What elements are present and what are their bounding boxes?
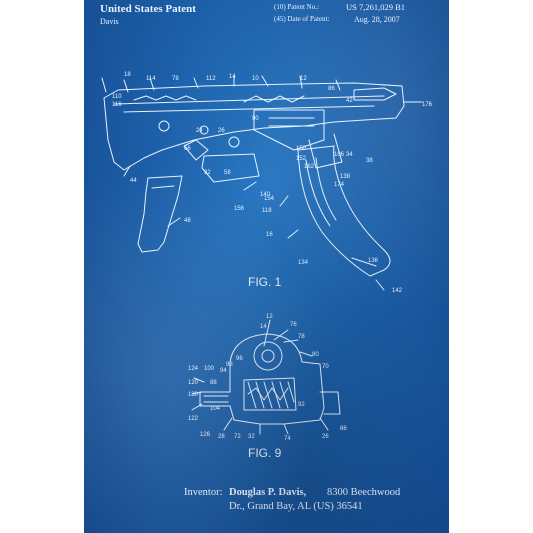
svg-text:12: 12 xyxy=(266,314,273,320)
svg-text:124: 124 xyxy=(188,366,199,372)
svg-text:34: 34 xyxy=(346,152,353,158)
svg-text:152: 152 xyxy=(296,156,307,162)
svg-text:80: 80 xyxy=(312,352,319,358)
svg-text:24: 24 xyxy=(196,128,203,134)
svg-text:32: 32 xyxy=(248,434,255,440)
svg-text:174: 174 xyxy=(334,182,345,188)
fig1-caption: FIG. 1 xyxy=(248,275,282,289)
svg-text:90: 90 xyxy=(252,116,259,122)
svg-text:14: 14 xyxy=(260,324,267,330)
fig1-drawing xyxy=(101,75,423,291)
fig9-caption: FIG. 9 xyxy=(248,446,282,460)
svg-text:176: 176 xyxy=(422,102,433,108)
svg-text:72: 72 xyxy=(234,434,241,440)
svg-text:116: 116 xyxy=(112,102,122,108)
svg-text:32: 32 xyxy=(204,170,211,176)
inventor-address-line2: Dr., Grand Bay, AL (US) 36541 xyxy=(229,501,363,512)
inventor-name: Douglas P. Davis, xyxy=(229,487,307,498)
svg-text:78: 78 xyxy=(298,334,305,340)
svg-text:86: 86 xyxy=(328,86,335,92)
svg-text:74: 74 xyxy=(284,436,291,442)
svg-text:12: 12 xyxy=(300,76,307,82)
svg-text:136: 136 xyxy=(368,258,379,264)
svg-text:156: 156 xyxy=(234,206,245,212)
patent-date: Aug. 28, 2007 xyxy=(354,15,400,24)
svg-text:150: 150 xyxy=(296,146,307,152)
svg-text:26: 26 xyxy=(322,434,329,440)
patent-blueprint-print: United States Patent Davis (10) Patent N… xyxy=(84,0,449,533)
svg-text:106: 106 xyxy=(334,152,345,158)
patent-title: United States Patent xyxy=(100,3,196,15)
svg-text:42: 42 xyxy=(346,98,353,104)
inventor-address-line1: 8300 Beechwood xyxy=(327,487,401,498)
patent-number-label: (10) Patent No.: xyxy=(274,3,319,11)
svg-text:154: 154 xyxy=(264,196,275,202)
svg-text:130: 130 xyxy=(188,392,199,398)
svg-text:28: 28 xyxy=(218,434,225,440)
svg-text:110: 110 xyxy=(112,94,122,100)
inventor-label: Inventor: xyxy=(184,487,223,498)
svg-text:122: 122 xyxy=(188,416,199,422)
svg-text:118: 118 xyxy=(262,208,272,214)
svg-text:96: 96 xyxy=(236,356,243,362)
svg-text:48: 48 xyxy=(184,218,191,224)
svg-text:92: 92 xyxy=(298,402,305,408)
patent-number: US 7,261,029 B1 xyxy=(346,2,406,12)
date-label: (45) Date of Patent: xyxy=(274,15,330,23)
svg-text:112: 112 xyxy=(206,76,216,82)
svg-text:98: 98 xyxy=(226,362,233,368)
svg-text:38: 38 xyxy=(366,158,373,164)
inventor-surname: Davis xyxy=(100,17,119,26)
svg-text:26: 26 xyxy=(218,128,225,134)
svg-text:104: 104 xyxy=(210,406,221,412)
svg-text:162: 162 xyxy=(304,164,315,170)
svg-text:44: 44 xyxy=(130,178,137,184)
svg-text:100: 100 xyxy=(204,366,215,372)
svg-text:78: 78 xyxy=(172,76,179,82)
svg-text:138: 138 xyxy=(340,174,351,180)
svg-text:16: 16 xyxy=(266,232,273,238)
svg-text:10: 10 xyxy=(252,76,259,82)
svg-text:86: 86 xyxy=(340,426,347,432)
svg-text:88: 88 xyxy=(210,380,217,386)
svg-text:120: 120 xyxy=(188,380,199,386)
svg-text:142: 142 xyxy=(392,288,403,294)
svg-text:126: 126 xyxy=(200,432,211,438)
svg-text:140: 140 xyxy=(260,192,271,198)
svg-text:94: 94 xyxy=(220,368,227,374)
svg-text:70: 70 xyxy=(322,364,329,370)
svg-text:14: 14 xyxy=(229,74,236,80)
svg-text:114: 114 xyxy=(146,76,156,82)
svg-text:76: 76 xyxy=(290,322,297,328)
fig9-drawing xyxy=(191,319,341,435)
svg-text:58: 58 xyxy=(224,170,231,176)
svg-text:134: 134 xyxy=(298,260,309,266)
svg-text:18: 18 xyxy=(124,72,131,78)
svg-text:66: 66 xyxy=(184,146,191,152)
